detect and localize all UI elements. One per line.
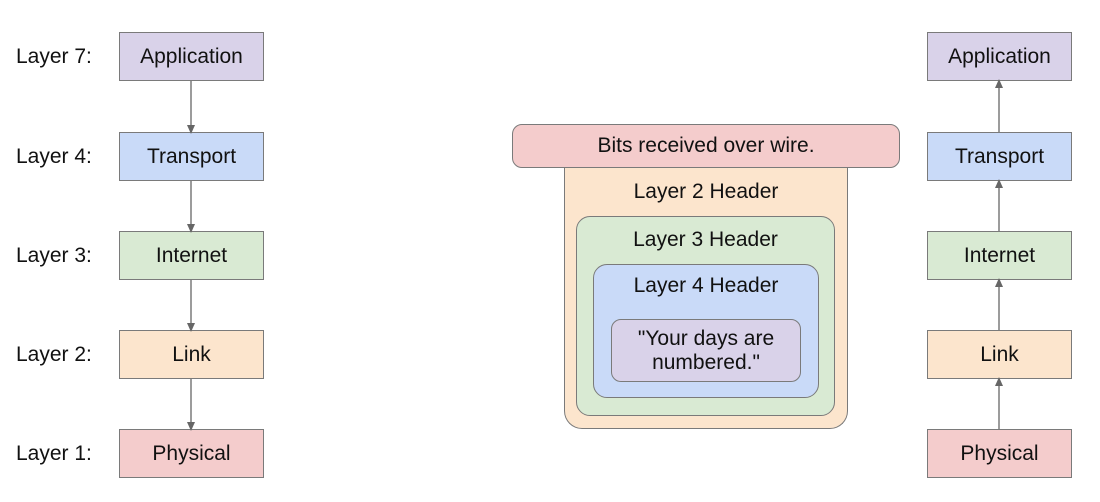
layer-3-header: Layer 3 Header <box>633 228 778 251</box>
left-physical-box: Physical <box>119 429 264 478</box>
left-internet-box: Internet <box>119 231 264 280</box>
payload-line-2: numbered." <box>652 350 760 374</box>
layer-4-header: Layer 4 Header <box>633 274 779 297</box>
left-link-box: Link <box>119 330 264 379</box>
right-internet-text: Internet <box>963 243 1036 267</box>
left-transport-text: Transport <box>146 144 237 168</box>
left-application-box: Application <box>119 32 264 81</box>
layer-2-header: Layer 2 Header <box>633 180 779 203</box>
left-internet-text: Internet <box>155 243 228 267</box>
right-transport-text: Transport <box>954 144 1045 168</box>
left-physical-text: Physical <box>152 441 231 465</box>
right-physical-text: Physical <box>960 441 1039 465</box>
layer-1-label: Layer 1: <box>16 442 92 465</box>
payload-line-1: "Your days are <box>637 326 775 350</box>
left-application-text: Application <box>140 44 243 68</box>
layer-3-label: Layer 3: <box>16 244 92 267</box>
bits-received-text: Bits received over wire. <box>597 134 815 157</box>
bits-received-banner: Bits received over wire. <box>512 124 900 168</box>
right-application-text: Application <box>948 44 1051 68</box>
layer-7-label: Layer 7: <box>16 45 92 68</box>
payload-box: "Your days are numbered." <box>611 319 801 382</box>
right-application-box: Application <box>927 32 1072 81</box>
right-link-text: Link <box>980 342 1019 366</box>
right-physical-box: Physical <box>927 429 1072 478</box>
layer-4-label: Layer 4: <box>16 145 92 168</box>
right-internet-box: Internet <box>927 231 1072 280</box>
left-link-text: Link <box>172 342 211 366</box>
layer-2-label: Layer 2: <box>16 343 92 366</box>
right-transport-box: Transport <box>927 132 1072 181</box>
